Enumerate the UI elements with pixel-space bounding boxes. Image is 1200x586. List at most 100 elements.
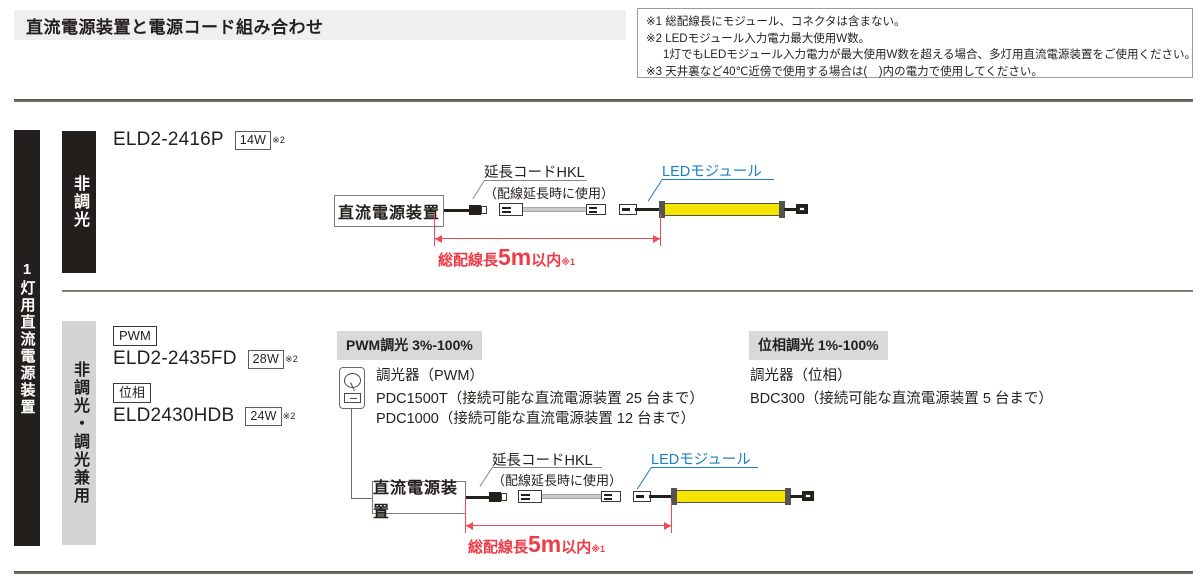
row2-watt-pwm-note: ※2 — [284, 353, 298, 364]
row2-connector-pin-1 — [521, 494, 530, 496]
category-bar-main: 1灯用直流電源装置 — [14, 130, 40, 546]
row1-led-leader-h — [662, 179, 774, 181]
row2-dim-suffix: 以内 — [561, 539, 592, 556]
row2-connector-pin-3 — [604, 494, 612, 496]
category-bar-non-dimming: 非調光 — [62, 131, 96, 273]
row2-dim-prefix: 総配線長 — [468, 539, 529, 556]
row1-dim-note: ※1 — [561, 257, 576, 267]
row2-wire-c — [790, 495, 804, 498]
row1-dim-value: 5m — [498, 244, 532, 270]
row2-ext-cord-sublabel: （配線延長時に使用） — [492, 473, 623, 488]
row1-watt-note: ※2 — [272, 134, 286, 145]
row1-ext-cord-sublabel: （配線延長時に使用） — [484, 186, 615, 201]
row1-connector-pin-1 — [502, 207, 511, 209]
row1-watt-badge: 14W — [234, 130, 272, 150]
row1-dim-line — [434, 238, 660, 240]
row2-dim-line — [465, 525, 671, 527]
row2-ext-cord-label: 延長コードHKL — [492, 453, 593, 469]
row1-connector-pin-3 — [589, 207, 597, 209]
row2-connector-pin-2 — [521, 498, 530, 500]
row2-ext-leader-h — [492, 467, 602, 469]
row2-model-phase-line: ELD2430HDB 24W ※2 — [113, 405, 296, 427]
divider-top — [14, 99, 1193, 102]
row2-ext-leader — [479, 467, 493, 487]
row1-wire-a — [444, 209, 474, 212]
row2-led-module-bar — [676, 490, 786, 503]
row1-psu-box: 直流電源装置 — [334, 195, 444, 227]
row2-model-phase: ELD2430HDB — [113, 405, 235, 426]
row1-dim-arrow-right — [653, 235, 660, 243]
pwm-dimmer-lead-horizontal — [351, 498, 373, 500]
row1-led-cap-left — [659, 201, 665, 218]
row1-dim-tick-left — [434, 212, 436, 246]
row1-model-line: ELD2-2416P 14W ※2 — [113, 129, 285, 151]
row1-connector-tip-1 — [481, 206, 487, 214]
row2-connector-pin-5 — [636, 495, 644, 498]
pwm-dimmer-lead-vertical — [351, 409, 353, 499]
row2-badge-pwm: PWM — [113, 326, 157, 346]
footnotes-box: ※1 総配線長にモジュール、コネクタは含まない。 ※2 LEDモジュール入力電力… — [637, 8, 1196, 78]
row1-led-leader — [647, 179, 663, 202]
row2-connector-pin-4 — [604, 498, 612, 500]
pwm-device-label: 調光器（PWM） — [376, 368, 484, 384]
row2-psu-box: 直流電源装置 — [372, 480, 466, 521]
row2-led-leader-h — [651, 467, 758, 469]
footnote-3: ※3 天井裏など40℃近傍で使用する場合は( )内の電力で使用してください。 — [646, 65, 1043, 78]
row2-led-leader — [636, 467, 652, 490]
row1-connector-female-1 — [499, 203, 523, 216]
divider-middle — [62, 290, 1193, 292]
row1-dim-arrow-left — [435, 235, 442, 243]
row2-connector-female-2 — [601, 491, 621, 502]
row1-connector-female-2 — [586, 204, 606, 215]
row2-connector-female-1 — [518, 490, 542, 503]
row2-led-label: LEDモジュール — [651, 452, 751, 468]
row2-connector-end-tip — [805, 494, 811, 498]
pwm-dimmer-icon — [339, 367, 365, 409]
row2-dim-tick-right — [671, 501, 673, 533]
row1-wire-b — [635, 208, 661, 211]
phase-device-label: 調光器（位相） — [750, 368, 852, 384]
divider-bottom — [14, 571, 1193, 574]
phase-device-line1: BDC300（接続可能な直流電源装置 5 台まで） — [750, 391, 1053, 407]
footnote-2: ※2 LEDモジュール入力電力最大使用W数。 — [646, 32, 871, 45]
row2-watt-phase-note: ※2 — [282, 410, 296, 421]
row1-connector-male-1 — [469, 205, 481, 215]
page-title-band: 直流電源装置と電源コード組み合わせ — [14, 10, 626, 40]
row2-model-pwm-line: ELD2-2435FD 28W ※2 — [113, 348, 298, 370]
pwm-device-line1: PDC1500T（接続可能な直流電源装置 25 台まで） — [376, 391, 704, 407]
row2-watt-pwm-badge: 28W — [247, 349, 284, 369]
row2-wire-a — [466, 496, 494, 499]
phase-section-header: 位相調光 1%-100% — [749, 331, 888, 360]
row1-connector-pin-2 — [502, 211, 511, 213]
row2-dim-arrow-left — [466, 522, 473, 530]
row1-ext-leader-h — [484, 180, 587, 182]
row1-ext-cord-label: 延長コードHKL — [484, 165, 585, 181]
row2-watt-phase-badge: 24W — [245, 406, 282, 426]
row2-dim-note: ※1 — [591, 544, 606, 554]
row2-connector-male-1 — [489, 492, 501, 502]
footnote-2-cont: 1灯でもLEDモジュール入力電力が最大使用W数を超える場合、多灯用直流電源装置を… — [663, 49, 1196, 61]
row1-dim-prefix: 総配線長 — [438, 252, 499, 269]
row1-dim-suffix: 以内 — [531, 252, 562, 269]
row2-badge-phase: 位相 — [113, 383, 152, 403]
row1-connector-pin-4 — [589, 211, 597, 213]
row2-dim-value: 5m — [528, 531, 562, 557]
pwm-device-line2: PDC1000（接続可能な直流電源装置 12 台まで） — [376, 411, 696, 427]
footnote-1: ※1 総配線長にモジュール、コネクタは含まない。 — [646, 16, 906, 28]
row1-connector-end-tip — [799, 207, 805, 211]
row1-dim-tick-right — [660, 214, 662, 246]
category-bar-dimming: 非調光・調光兼用 — [62, 321, 96, 545]
row2-extension-cord — [542, 494, 609, 499]
row1-led-cap-right — [779, 201, 785, 218]
row2-led-cap-right — [785, 488, 791, 505]
dimmer-slot-icon — [344, 393, 361, 403]
row2-dim-arrow-right — [664, 522, 671, 530]
row2-connector-tip-1 — [501, 493, 507, 501]
row2-led-cap-left — [671, 488, 677, 505]
page-title: 直流電源装置と電源コード組み合わせ — [26, 17, 324, 37]
row1-model-name: ELD2-2416P — [113, 129, 224, 150]
row2-wire-b — [649, 495, 673, 498]
